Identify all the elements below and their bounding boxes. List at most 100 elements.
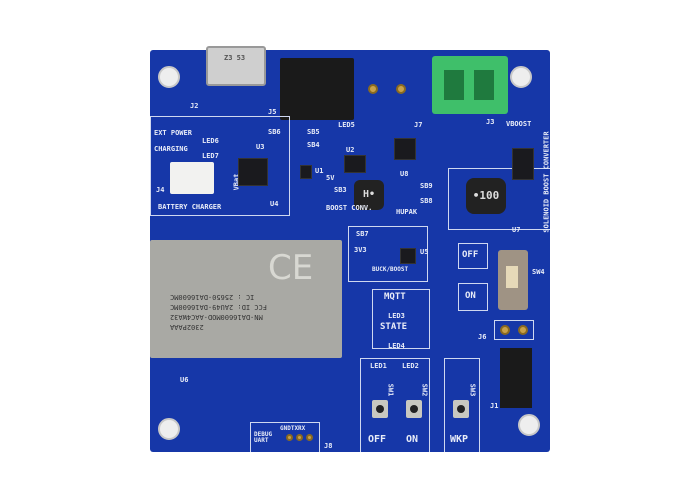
- label-sw3: SW3: [468, 383, 477, 397]
- mount-hole: [510, 66, 532, 88]
- label-u4: U4: [270, 200, 279, 208]
- wkp-button[interactable]: [453, 400, 469, 418]
- mount-hole: [158, 66, 180, 88]
- label-u8: U8: [400, 170, 409, 178]
- pin-header-j1[interactable]: [500, 348, 532, 408]
- mount-hole: [158, 418, 180, 440]
- solenoid-inductor: •100: [466, 178, 506, 214]
- power-slide-switch[interactable]: [498, 250, 528, 310]
- label-3v3: 3V3: [354, 246, 367, 254]
- label-ext-power: EXT POWER: [154, 129, 192, 137]
- label-sb4: SB4: [307, 141, 320, 149]
- label-charging: CHARGING: [154, 145, 188, 153]
- module-model: MN-DA16600MOD-AAC4WA32: [170, 313, 263, 321]
- module-lot: 2302PAAA: [170, 323, 204, 331]
- uart-pad-tx: [296, 434, 303, 441]
- usb-connector[interactable]: Z3 53: [206, 46, 266, 86]
- u7-chip: [512, 148, 534, 180]
- u8-chip: [394, 138, 416, 160]
- label-sb9: SB9: [420, 182, 433, 190]
- wkp-section: [444, 358, 480, 452]
- label-debug-uart: DEBUG UART: [254, 431, 273, 444]
- label-sw1: SW1: [386, 383, 395, 397]
- label-u7: U7: [512, 226, 521, 234]
- label-j7: J7: [414, 121, 423, 129]
- label-sw2: SW2: [420, 383, 429, 397]
- off-button[interactable]: [372, 400, 388, 418]
- label-solenoid-boost-converter: SOLENOID BOOST CONVERTER: [542, 131, 551, 233]
- label-u2: U2: [346, 146, 355, 154]
- label-led4: LED4: [388, 342, 405, 350]
- pcb-board: Z3 53 J2 J5 EXT POWER CHARGING LED6 LED7…: [150, 46, 551, 452]
- debug-uart-section: [250, 422, 320, 452]
- label-sb8: SB8: [420, 197, 433, 205]
- label-sb5: SB5: [307, 128, 320, 136]
- label-button-on: ON: [406, 434, 419, 445]
- inductor-marking: •100: [472, 189, 500, 202]
- label-j8: J8: [324, 442, 333, 450]
- u2-chip: [344, 155, 366, 173]
- uart-pad-gnd: [286, 434, 293, 441]
- wifi-module: CE 2302PAAA MN-DA16600MOD-AAC4WA32 FCC I…: [150, 240, 342, 358]
- status-led-section: [372, 289, 430, 349]
- label-led2: LED2: [402, 362, 419, 370]
- label-sb3: SB3: [334, 186, 347, 194]
- label-led5: LED5: [338, 121, 355, 129]
- label-mqtt: MQTT: [384, 292, 406, 302]
- off-label-box: [458, 243, 488, 269]
- charger-ic: [238, 158, 268, 186]
- label-led7: LED7: [202, 152, 219, 160]
- j6-box: [494, 320, 534, 340]
- pad: [368, 84, 378, 94]
- pad: [396, 84, 406, 94]
- ce-mark: CE: [268, 248, 314, 288]
- header-connector[interactable]: [280, 58, 354, 120]
- label-hupak: HUPAK: [396, 208, 418, 216]
- label-led3: LED3: [388, 312, 405, 320]
- mount-hole: [518, 414, 540, 436]
- label-sw4: SW4: [532, 268, 545, 276]
- label-u5: U5: [420, 248, 429, 256]
- label-led6: LED6: [202, 137, 219, 145]
- label-u1: U1: [315, 167, 324, 175]
- on-label-box: [458, 283, 488, 311]
- label-button-off: OFF: [368, 434, 387, 445]
- module-ic: IC : 25650-DA16600MC: [170, 293, 255, 301]
- usb-marking: Z3 53: [224, 54, 246, 62]
- pad: [500, 325, 510, 335]
- label-u6: U6: [180, 376, 189, 384]
- module-fcc-id: FCC ID: 2AU49-DA16600MC: [170, 303, 267, 311]
- battery-charger-section: [150, 116, 290, 216]
- label-j5: J5: [268, 108, 277, 116]
- pad: [518, 325, 528, 335]
- label-j2: J2: [190, 102, 199, 110]
- label-j3: J3: [486, 118, 495, 126]
- terminal-block[interactable]: [432, 56, 508, 114]
- label-j4: J4: [156, 186, 165, 194]
- label-button-wkp: WKP: [450, 434, 469, 445]
- label-gnd-tx-rx: GNDTXRX: [280, 425, 306, 432]
- label-off: OFF: [462, 250, 479, 260]
- label-buck-boost: BUCK/BOOST: [372, 266, 409, 273]
- label-on: ON: [465, 291, 476, 301]
- u1-chip: [300, 165, 312, 179]
- label-5v: 5V: [326, 174, 335, 182]
- label-led1: LED1: [370, 362, 387, 370]
- label-u3: U3: [256, 143, 265, 151]
- boost-inductor: H•: [354, 180, 384, 210]
- label-j1: J1: [490, 402, 499, 410]
- uart-pad-rx: [306, 434, 313, 441]
- label-state: STATE: [380, 322, 408, 332]
- label-boost-conv: BOOST CONV.: [326, 204, 373, 212]
- solenoid-section: [448, 168, 550, 230]
- label-j6: J6: [478, 333, 487, 341]
- label-battery-charger: BATTERY CHARGER: [158, 203, 222, 211]
- label-sb6: SB6: [268, 128, 281, 136]
- battery-connector[interactable]: [170, 162, 214, 194]
- label-vboost: VBOOST: [506, 120, 532, 128]
- u5-chip: [400, 248, 416, 264]
- buck-boost-section: [348, 226, 428, 282]
- label-sb7: SB7: [356, 230, 369, 238]
- button-section: [360, 358, 430, 452]
- on-button[interactable]: [406, 400, 422, 418]
